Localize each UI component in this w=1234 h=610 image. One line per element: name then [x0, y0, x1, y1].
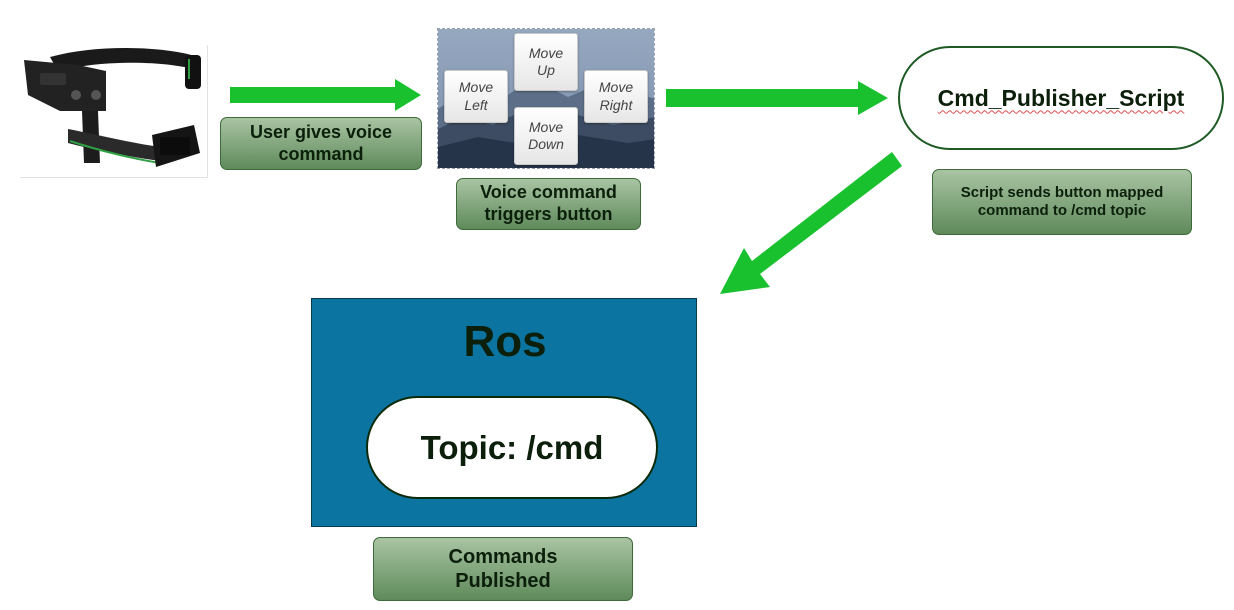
move-right-button[interactable]: Move Right	[584, 70, 648, 123]
move-up-button[interactable]: Move Up	[514, 33, 578, 91]
step4-label: Commands Published	[373, 537, 633, 601]
ros-box: Ros Topic: /cmd	[311, 298, 697, 527]
cmd-publisher-script-node: Cmd_Publisher_Script	[898, 46, 1224, 150]
cmd-publisher-script-text: Cmd_Publisher_Script	[937, 84, 1185, 111]
step1-label: User gives voice command	[220, 117, 422, 170]
move-down-button[interactable]: Move Down	[514, 107, 578, 165]
step3-label: Script sends button mapped command to /c…	[932, 169, 1192, 235]
arrow-3-icon	[720, 152, 902, 294]
voice-button-panel: Move Up Move Left Move Right Move Down	[437, 28, 655, 169]
arrow-1-icon	[230, 79, 421, 111]
smart-glasses-image	[20, 45, 208, 178]
smart-glasses-icon	[24, 47, 201, 167]
topic-node: Topic: /cmd	[366, 396, 658, 499]
step2-label: Voice command triggers button	[456, 178, 641, 230]
topic-text: Topic: /cmd	[420, 428, 604, 466]
move-left-button[interactable]: Move Left	[444, 70, 508, 123]
arrow-2-icon	[666, 81, 888, 115]
ros-title: Ros	[463, 317, 547, 366]
